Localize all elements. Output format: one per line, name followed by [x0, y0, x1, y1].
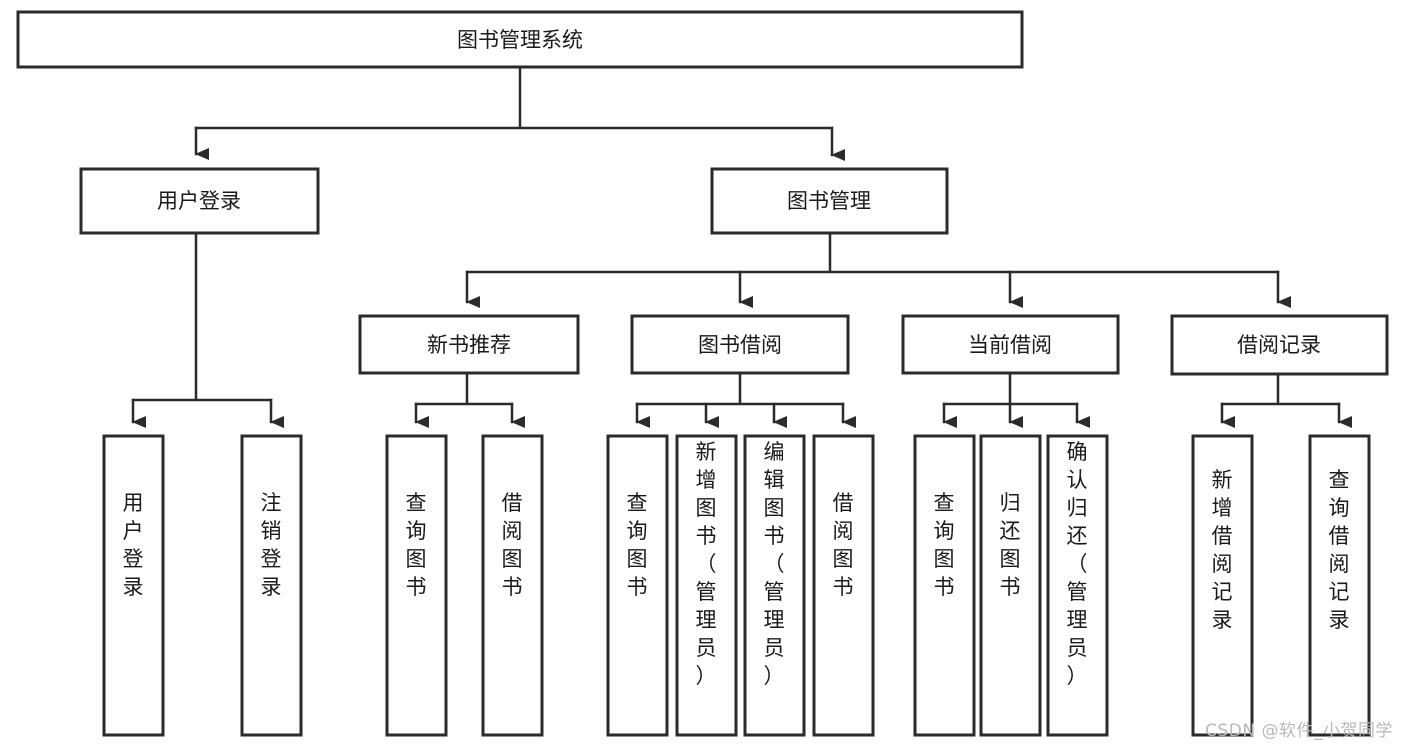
node-root[interactable]: 图书管理系统: [16, 10, 1024, 69]
node-new-book-label: 新书推荐: [427, 333, 511, 357]
connector-current-borrow-bus: [942, 371, 1079, 406]
connector-new-book-bus: [414, 371, 514, 406]
node-user-login[interactable]: 用户登录: [79, 167, 320, 235]
leaf-book-borrow-4-box[interactable]: [812, 434, 875, 737]
node-root-label: 图书管理系统: [457, 28, 583, 52]
leaf-new-book-1-box[interactable]: [385, 434, 448, 737]
leaf-user-login-1-label: 用户登录: [123, 491, 144, 599]
node-borrow-record-box[interactable]: [1170, 314, 1389, 376]
leaf-new-book-2-label: 借阅图书: [502, 491, 523, 599]
node-book-borrow[interactable]: 图书借阅: [630, 314, 850, 375]
leaf-current-borrow-2-box[interactable]: [979, 434, 1042, 737]
leaf-current-borrow-1-label: 查询图书: [934, 491, 955, 599]
leaf-current-borrow-3[interactable]: 确认归还（管理员）: [1046, 434, 1109, 737]
node-current-borrow[interactable]: 当前借阅: [901, 314, 1120, 375]
leaf-borrow-record-1-box[interactable]: [1191, 434, 1254, 737]
leaf-user-login-1-box[interactable]: [102, 434, 165, 737]
leaf-new-book-1[interactable]: 查询图书: [385, 434, 448, 737]
node-book-borrow-label: 图书借阅: [698, 333, 782, 357]
node-user-login-box[interactable]: [79, 167, 320, 235]
leaf-borrow-record-1[interactable]: 新增借阅记录: [1191, 434, 1254, 737]
node-current-borrow-label: 当前借阅: [968, 333, 1052, 357]
leaf-book-borrow-3-box[interactable]: [743, 434, 806, 737]
leaf-book-borrow-1-box[interactable]: [606, 434, 669, 737]
leaf-book-borrow-4-label: 借阅图书: [833, 491, 854, 599]
leaf-book-borrow-2[interactable]: 新增图书（管理员）: [675, 434, 738, 737]
node-borrow-record[interactable]: 借阅记录: [1170, 314, 1389, 376]
node-new-book-box[interactable]: [358, 314, 580, 375]
leaf-book-borrow-3[interactable]: 编辑图书（管理员）: [743, 434, 806, 737]
connector-book-manage-bus: [465, 231, 1280, 274]
leaf-book-borrow-1[interactable]: 查询图书: [606, 434, 669, 737]
leaf-current-borrow-2[interactable]: 归还图书: [979, 434, 1042, 737]
leaf-current-borrow-1-box[interactable]: [913, 434, 976, 737]
connector-user-login-bus: [131, 231, 273, 402]
node-user-login-label: 用户登录: [157, 189, 241, 213]
node-book-manage-box[interactable]: [710, 167, 949, 235]
node-borrow-record-label: 借阅记录: [1237, 333, 1321, 357]
leaf-new-book-1-label: 查询图书: [406, 491, 427, 599]
leaf-new-book-2-box[interactable]: [481, 434, 544, 737]
leaf-borrow-record-1-label: 新增借阅记录: [1212, 468, 1233, 632]
leaf-current-borrow-3-box[interactable]: [1046, 434, 1109, 737]
leaf-current-borrow-2-label: 归还图书: [1000, 491, 1021, 599]
leaf-user-login-1[interactable]: 用户登录: [102, 434, 165, 737]
leaf-book-borrow-4[interactable]: 借阅图书: [812, 434, 875, 737]
node-book-manage[interactable]: 图书管理: [710, 167, 949, 235]
connector-root-bus: [194, 65, 834, 130]
node-new-book[interactable]: 新书推荐: [358, 314, 580, 375]
connector-layer: [131, 65, 1352, 428]
node-current-borrow-box[interactable]: [901, 314, 1120, 375]
leaf-user-login-2-box[interactable]: [240, 434, 303, 737]
leaf-borrow-record-2-label: 查询借阅记录: [1329, 468, 1350, 632]
leaf-current-borrow-1[interactable]: 查询图书: [913, 434, 976, 737]
leaf-book-borrow-1-label: 查询图书: [627, 491, 648, 599]
node-root-box[interactable]: [16, 10, 1024, 69]
node-book-manage-label: 图书管理: [787, 189, 871, 213]
connector-book-borrow-bus: [635, 371, 845, 406]
leaf-current-borrow-3-label: 确认归还（管理员）: [1067, 440, 1088, 688]
leaf-borrow-record-2-box[interactable]: [1308, 434, 1371, 737]
leaf-book-borrow-3-label: 编辑图书（管理员）: [764, 440, 785, 688]
leaf-new-book-2[interactable]: 借阅图书: [481, 434, 544, 737]
leaf-book-borrow-2-label: 新增图书（管理员）: [696, 440, 717, 688]
leaf-user-login-2[interactable]: 注销登录: [240, 434, 303, 737]
connector-borrow-record-bus: [1220, 372, 1341, 406]
leaf-user-login-2-label: 注销登录: [261, 491, 282, 599]
node-book-borrow-box[interactable]: [630, 314, 850, 375]
leaf-borrow-record-2[interactable]: 查询借阅记录: [1308, 434, 1371, 737]
leaf-book-borrow-2-box[interactable]: [675, 434, 738, 737]
